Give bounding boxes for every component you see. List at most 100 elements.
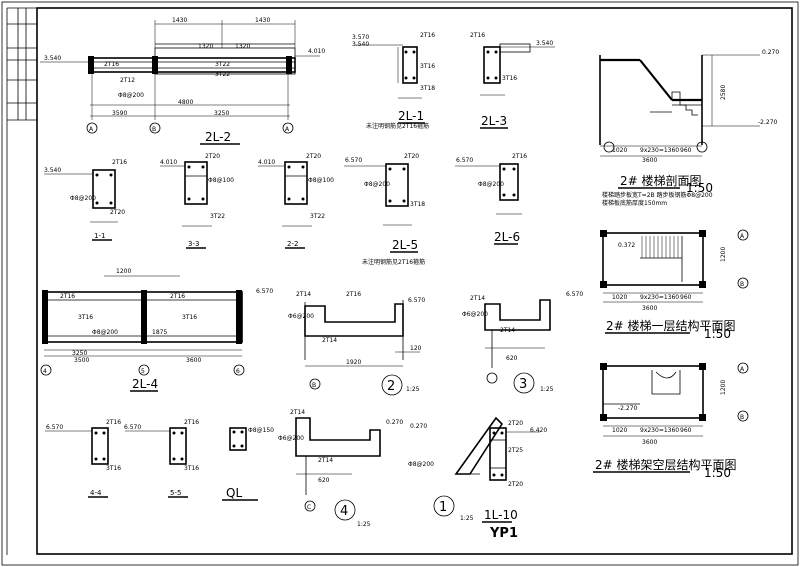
title-3-3: 3-3	[188, 240, 199, 248]
rebar-3T16-s55: 3T16	[184, 465, 199, 472]
section-2L1: 3.570 3.540 2T16 3T16 3T18 未注明钢筋见2T16箍筋 …	[352, 32, 435, 130]
title-QL: QL	[226, 486, 242, 500]
level-6570-d3: 6.570	[566, 291, 583, 298]
level-6570-d2: 6.570	[408, 297, 425, 304]
rebar-3T16-2L4-left: 3T16	[78, 314, 93, 321]
detail-number-3: 3	[519, 377, 527, 392]
detail-2: 2T14 2T16 Φ6@200 2T14 1920 6.570 120 B 2…	[288, 291, 425, 396]
dim-1200-plan1: 1200	[720, 247, 727, 262]
rebar-3T22b-2L2: 3T22	[215, 71, 230, 78]
rebar-3T22-2L2: 3T22	[215, 61, 230, 68]
rebar-3T18-2L1: 3T18	[420, 85, 435, 92]
scale-1-25-d4: 1:25	[357, 521, 371, 528]
dim-3250-2L4: 3250	[72, 350, 87, 357]
section-3-3: 4.010 2T20 Φ8@100 3T22 3-3	[160, 153, 234, 249]
rebar-8at100-s33: Φ8@100	[208, 177, 234, 184]
axis-B-d2: B	[312, 382, 316, 389]
dim-9x230-plan2: 9x230=1360	[640, 427, 679, 434]
level-0270-d4: 0.270	[386, 419, 403, 426]
rebar-3T20-1L10: 2T20	[508, 481, 523, 488]
level-6570-s55: 6.570	[124, 424, 141, 431]
dim-9x230-sec: 9x230=1360	[640, 147, 679, 154]
level-4010-2L2: 4.010	[308, 48, 325, 55]
detail-4: 2T14 Φ6@200 2T14 0.270 620 C 4 1:25	[278, 409, 403, 528]
rebar-3T16-s44: 3T16	[106, 465, 121, 472]
dim-3250-2L2: 3250	[214, 110, 229, 117]
dim-1020-plan2: 1020	[612, 427, 627, 434]
rebar-2T16-s11: 2T16	[112, 159, 127, 166]
level-0270-1L10: 0.270	[410, 423, 427, 430]
scale-1-25-d2: 1:25	[406, 386, 420, 393]
rebar-3T14-d4: 2T14	[290, 409, 305, 416]
level-6570-2L5: 6.570	[345, 157, 362, 164]
scale-1-50-plan2: 1:50	[704, 466, 731, 480]
detail-number-2: 2	[387, 379, 395, 394]
note-2L5: 未注明钢筋见2T16箍筋	[362, 258, 425, 266]
rebar-3T14-d4-bottom: 2T14	[318, 457, 333, 464]
dim-3600-plan1: 3600	[642, 305, 657, 312]
axis-A-2L2-right: A	[285, 126, 290, 133]
rebar-2T16-2L6: 2T16	[512, 153, 527, 160]
scale-1-25-d1: 1:25	[460, 515, 474, 522]
rebar-6at200-d4: Φ6@200	[278, 435, 304, 442]
axis-5-2L4: 5	[141, 368, 145, 375]
section-2-2: 4.010 2T20 Φ8@100 3T22 2-2	[258, 153, 334, 249]
dim-1020-plan1: 1020	[612, 294, 627, 301]
section-5-5: 6.570 2T16 3T16 5-5	[124, 419, 199, 498]
dim-120-d2: 120	[410, 345, 422, 352]
detail-1: 1 1:25 Φ8@200	[408, 416, 504, 522]
rebar-2T20-1L10: 2T20	[508, 420, 523, 427]
level-6570-2L6: 6.570	[456, 157, 473, 164]
level-3540-2L2: 3.540	[44, 55, 61, 62]
axis-B-2L2: B	[152, 126, 156, 133]
level-4010-s33: 4.010	[160, 159, 177, 166]
title-stair-plan-overhead: 2# 楼梯架空层结构平面图	[595, 457, 737, 472]
level-3540-2L3: 3.540	[536, 40, 553, 47]
axis-B-plan1: B	[740, 281, 744, 288]
rebar-2T12-2L2: 2T12	[120, 77, 135, 84]
title-4-4: 4-4	[90, 489, 102, 497]
section-1L10: 6.420 2T20 2T25 2T20 0.270 1L-10 YP1	[410, 420, 547, 541]
level-6420-1L10: 6.420	[530, 427, 547, 434]
rebar-6at200-d2: Φ6@200	[288, 313, 314, 320]
level-6570-2L4: 6.570	[256, 288, 273, 295]
level-6570-s44: 6.570	[46, 424, 63, 431]
dim-1020-sec: 1020	[612, 147, 627, 154]
dim-960-sec: 960	[680, 147, 692, 154]
dim-3600-sec: 3600	[642, 157, 657, 164]
section-2L5: 6.570 2T20 Φ8@200 3T18 2L-5 未注明钢筋见2T16箍筋	[344, 153, 425, 266]
rebar-2T25-1L10: 2T25	[508, 447, 523, 454]
rebar-8at200-2L6: Φ8@200	[478, 181, 504, 188]
title-stair-plan-ground: 2# 楼梯一层结构平面图	[606, 318, 736, 333]
title-2L4: 2L-4	[132, 377, 158, 391]
rebar-8at200-s11: Φ8@200	[70, 195, 96, 202]
dim-1430-a: 1430	[172, 17, 187, 24]
inner-frame	[36, 7, 793, 555]
dim-620-d3: 620	[506, 355, 518, 362]
rebar-3T16-2L4-right: 3T16	[182, 314, 197, 321]
title-2-2: 2-2	[287, 240, 298, 248]
rebar-2T16-2L4-right: 2T16	[170, 293, 185, 300]
rebar-3T16-2L3: 3T16	[502, 75, 517, 82]
rebar-3T14-d2: 2T14	[296, 291, 311, 298]
section-1-1: 3.540 2T16 Φ8@200 2T20 1-1	[44, 159, 127, 241]
dim-960-plan1: 960	[680, 294, 692, 301]
rebar-8at200-2L2: Φ8@200	[118, 92, 144, 99]
dim-9x230-plan1: 9x230=1360	[640, 294, 679, 301]
level-4010-s22: 4.010	[258, 159, 275, 166]
title-1-1: 1-1	[94, 232, 105, 240]
dim-1200-2L4: 1200	[116, 268, 131, 275]
axis-B-plan2: B	[740, 414, 744, 421]
dim-1200-plan2: 1200	[720, 380, 727, 395]
rebar-1320-a: 1320	[198, 43, 213, 50]
section-4-4: 6.570 2T16 3T16 4-4	[45, 419, 121, 498]
rebar-3T16-2L1: 3T16	[420, 63, 435, 70]
section-QL: Φ8@150 QL	[222, 427, 274, 501]
rebar-2T20-s33: 2T20	[205, 153, 220, 160]
stair-plan-overhead: A B -2.270 1020 9x230=1360 960 3600 1200…	[593, 362, 749, 480]
stair-section: 0.270 -2.270 1020 9x230=1360 960 3600 25…	[599, 49, 779, 207]
rebar-3T14-d2-bottom: 2T14	[322, 337, 337, 344]
rebar-8at150-QL: Φ8@150	[248, 427, 274, 434]
dim-4800: 4800	[178, 99, 193, 106]
rebar-6at200-d3: Φ6@200	[462, 311, 488, 318]
